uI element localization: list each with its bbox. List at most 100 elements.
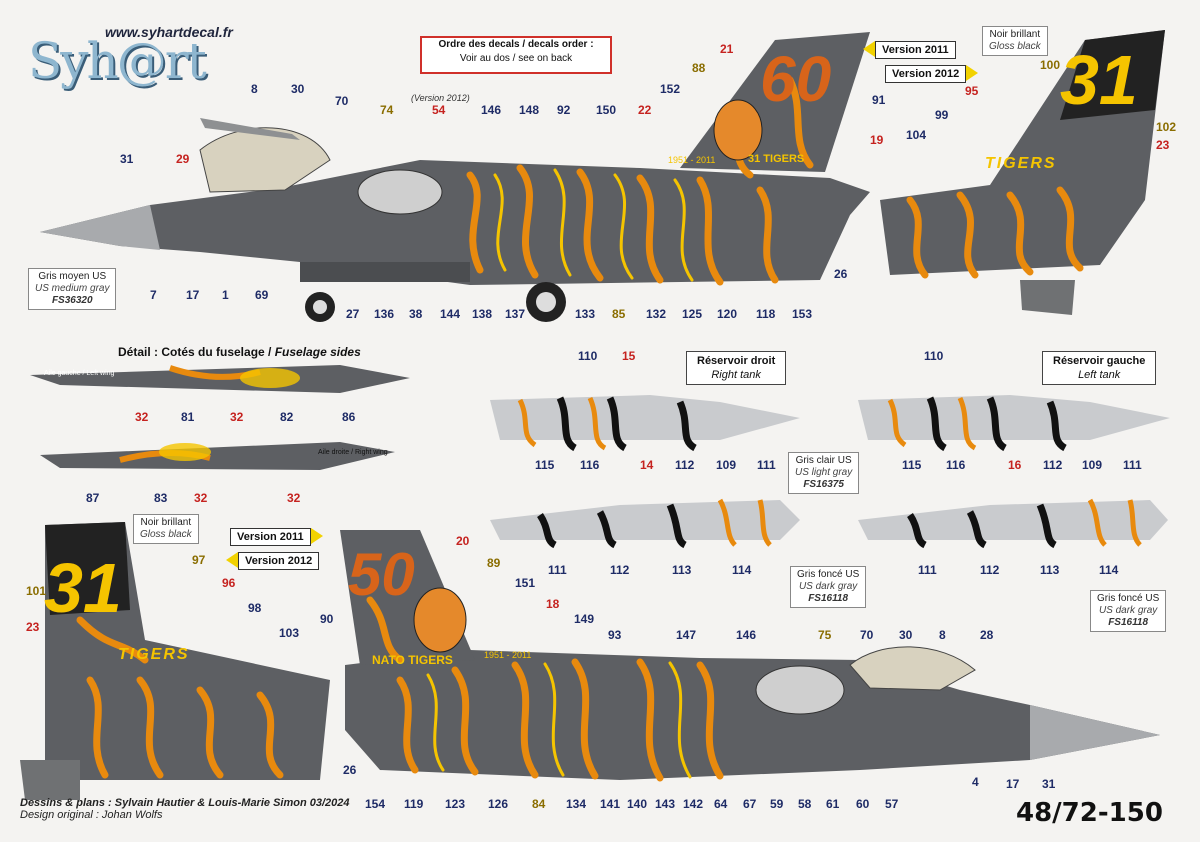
callout: 7 — [150, 288, 157, 302]
callout: 26 — [834, 267, 848, 281]
callout: 74 — [380, 103, 394, 117]
callout: 14 — [640, 458, 654, 472]
callout: 119 — [404, 797, 424, 811]
arrow-right-icon — [966, 65, 979, 81]
callout: 93 — [608, 628, 622, 642]
callout: 84 — [532, 797, 546, 811]
website-url: www.syhartdecal.fr — [105, 24, 233, 40]
callout: 138 — [472, 307, 493, 321]
tail-number-50: 50 — [348, 541, 415, 608]
tail-number-31-left: 31 — [44, 549, 122, 627]
callout: 110 — [924, 349, 944, 363]
tail-years-bottom: 1951 - 2011 — [484, 650, 532, 660]
version-2012-note: (Version 2012) — [411, 93, 470, 103]
callout: 123 — [445, 797, 466, 811]
callout: 30 — [291, 82, 305, 96]
callout: 27 — [346, 307, 360, 321]
callout: 75 — [818, 628, 832, 642]
callout: 32 — [230, 410, 244, 424]
callout: 113 — [672, 563, 692, 577]
callout: 151 — [515, 576, 536, 590]
callout: 23 — [26, 620, 40, 634]
medium-gray-label: Gris moyen US US medium gray FS36320 — [28, 268, 117, 310]
callout: 16 — [1008, 458, 1022, 472]
callout: 89 — [487, 556, 501, 570]
arrow-right-icon — [310, 528, 323, 544]
gloss-black-label-bottom: Noir brillant Gloss black — [133, 514, 199, 544]
callout: 147 — [676, 628, 697, 642]
callout: 82 — [280, 410, 294, 424]
callout: 102 — [1156, 120, 1177, 134]
callout: 23 — [1156, 138, 1170, 152]
right-wing-label: Aile droite / Right wing — [318, 449, 388, 456]
arrow-left-icon — [863, 41, 875, 57]
callout: 58 — [798, 797, 812, 811]
tail-tigers-left: TIGERS — [118, 646, 190, 663]
callout: 111 — [918, 563, 937, 577]
callout: 29 — [176, 152, 190, 166]
callout: 132 — [646, 307, 667, 321]
callout: 113 — [1040, 563, 1060, 577]
callout: 57 — [885, 797, 899, 811]
callout: 104 — [906, 128, 927, 142]
callout: 142 — [683, 797, 704, 811]
callout: 19 — [870, 133, 884, 147]
tail-nato-tigers: NATO TIGERS — [372, 653, 453, 667]
tail-number-31-right: 31 — [1060, 41, 1138, 119]
version-2011-flag-bottom: Version 2011 — [230, 527, 323, 546]
decal-order-box: Ordre des decals / decals order : Voir a… — [420, 36, 612, 74]
callout: 69 — [255, 288, 269, 302]
reference-number: 48/72-150 — [1016, 798, 1163, 828]
callout: 21 — [720, 42, 734, 56]
callout: 92 — [557, 103, 571, 117]
callout: 150 — [596, 103, 617, 117]
callout: 17 — [1006, 777, 1020, 791]
callout: 67 — [743, 797, 757, 811]
callout: 109 — [1082, 458, 1103, 472]
callout: 4 — [972, 775, 979, 789]
callout: 116 — [946, 458, 966, 472]
callout: 70 — [335, 94, 349, 108]
callout: 137 — [505, 307, 526, 321]
callout: 125 — [682, 307, 703, 321]
tail-number-60: 60 — [760, 43, 832, 115]
callout: 111 — [757, 458, 776, 472]
callout: 111 — [548, 563, 567, 577]
callout: 96 — [222, 576, 236, 590]
callout: 109 — [716, 458, 737, 472]
callout: 115 — [535, 458, 555, 472]
callout: 20 — [456, 534, 470, 548]
callout: 32 — [135, 410, 149, 424]
callout: 120 — [717, 307, 738, 321]
callout: 116 — [580, 458, 600, 472]
callout: 30 — [899, 628, 913, 642]
callout: 146 — [481, 103, 502, 117]
dark-gray-label-1: Gris foncé US US dark gray FS16118 — [790, 566, 867, 608]
callout: 146 — [736, 628, 757, 642]
callout: 103 — [279, 626, 300, 640]
fuselage-section-title: Détail : Cotés du fuselage / Fuselage si… — [118, 345, 361, 359]
callout: 31 — [1042, 777, 1056, 791]
callout: 112 — [1043, 458, 1063, 472]
order-sub: Voir au dos / see on back — [459, 53, 573, 64]
callout: 87 — [86, 491, 100, 505]
credits: Dessins & plans : Sylvain Hautier & Loui… — [20, 797, 350, 821]
gloss-black-label-top: Noir brillant Gloss black — [982, 26, 1048, 56]
callout: 61 — [826, 797, 840, 811]
callout: 8 — [939, 628, 946, 642]
left-tank-label: Réservoir gauche Left tank — [1042, 351, 1157, 385]
credits-drawings: Dessins & plans : Sylvain Hautier & Loui… — [20, 797, 350, 809]
tail-31-tigers: 31 TIGERS — [748, 153, 805, 165]
callout: 8 — [251, 82, 258, 96]
callout: 86 — [342, 410, 356, 424]
callout: 91 — [872, 93, 886, 107]
callout: 101 — [26, 584, 47, 598]
callout: 70 — [860, 628, 874, 642]
left-wing-label: Aile gauche / Left wing — [44, 370, 115, 377]
callout: 141 — [600, 797, 621, 811]
callout: 100 — [1040, 58, 1061, 72]
callout: 144 — [440, 307, 461, 321]
